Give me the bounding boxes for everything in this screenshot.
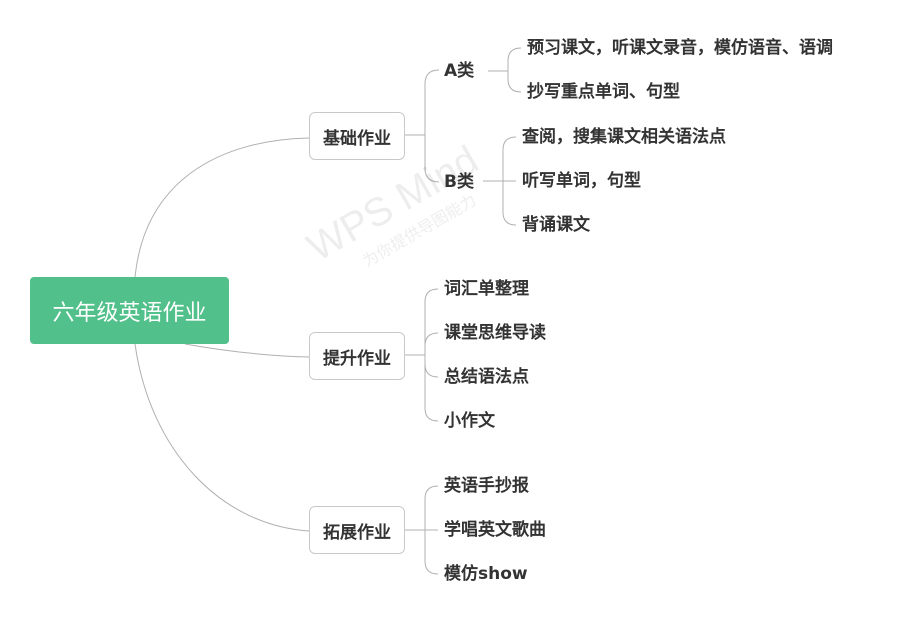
root-node[interactable]: 六年级英语作业 (30, 277, 229, 344)
link-extended-item-1 (424, 485, 439, 530)
leaf-node-a-2[interactable]: 抄写重点单词、句型 (527, 82, 680, 102)
branch-node-basic[interactable]: 基础作业 (309, 112, 405, 160)
link-advanced-item-4 (424, 355, 439, 422)
link-advanced-item-2 (424, 332, 439, 355)
leaf-node-b-1[interactable]: 查阅，搜集课文相关语法点 (522, 127, 726, 147)
link-extended-item-3 (424, 530, 439, 575)
leaf-node-advanced-1[interactable]: 词汇单整理 (444, 279, 529, 299)
link-advanced-item-1 (424, 288, 439, 355)
leaf-node-extended-1[interactable]: 英语手抄报 (444, 476, 529, 496)
link-a-item-1 (507, 47, 522, 71)
leaf-node-advanced-2[interactable]: 课堂思维导读 (444, 323, 546, 343)
leaf-node-extended-2[interactable]: 学唱英文歌曲 (444, 520, 546, 540)
leaf-node-extended-3[interactable]: 模仿show (444, 564, 528, 584)
leaf-node-b-2[interactable]: 听写单词，句型 (522, 171, 641, 191)
branch-node-extended[interactable]: 拓展作业 (309, 506, 405, 554)
link-basic-a (424, 69, 440, 135)
leaf-node-advanced-3[interactable]: 总结语法点 (444, 367, 529, 387)
link-root-basic (134, 137, 310, 278)
link-advanced-item-3 (424, 355, 439, 378)
leaf-node-advanced-4[interactable]: 小作文 (444, 411, 495, 431)
branch-node-advanced[interactable]: 提升作业 (309, 332, 405, 380)
leaf-node-a-1[interactable]: 预习课文，听课文录音，模仿语音、语调 (527, 38, 833, 58)
link-b-item-3 (502, 181, 517, 226)
link-a-item-2 (507, 71, 522, 93)
link-basic-b (424, 135, 440, 183)
leaf-node-b-3[interactable]: 背诵课文 (522, 215, 590, 235)
link-b-item-1 (502, 136, 517, 181)
link-root-advanced (184, 343, 310, 358)
group-node-a[interactable]: A类 (444, 61, 475, 81)
link-root-extended (134, 343, 310, 532)
group-node-b[interactable]: B类 (444, 172, 474, 192)
